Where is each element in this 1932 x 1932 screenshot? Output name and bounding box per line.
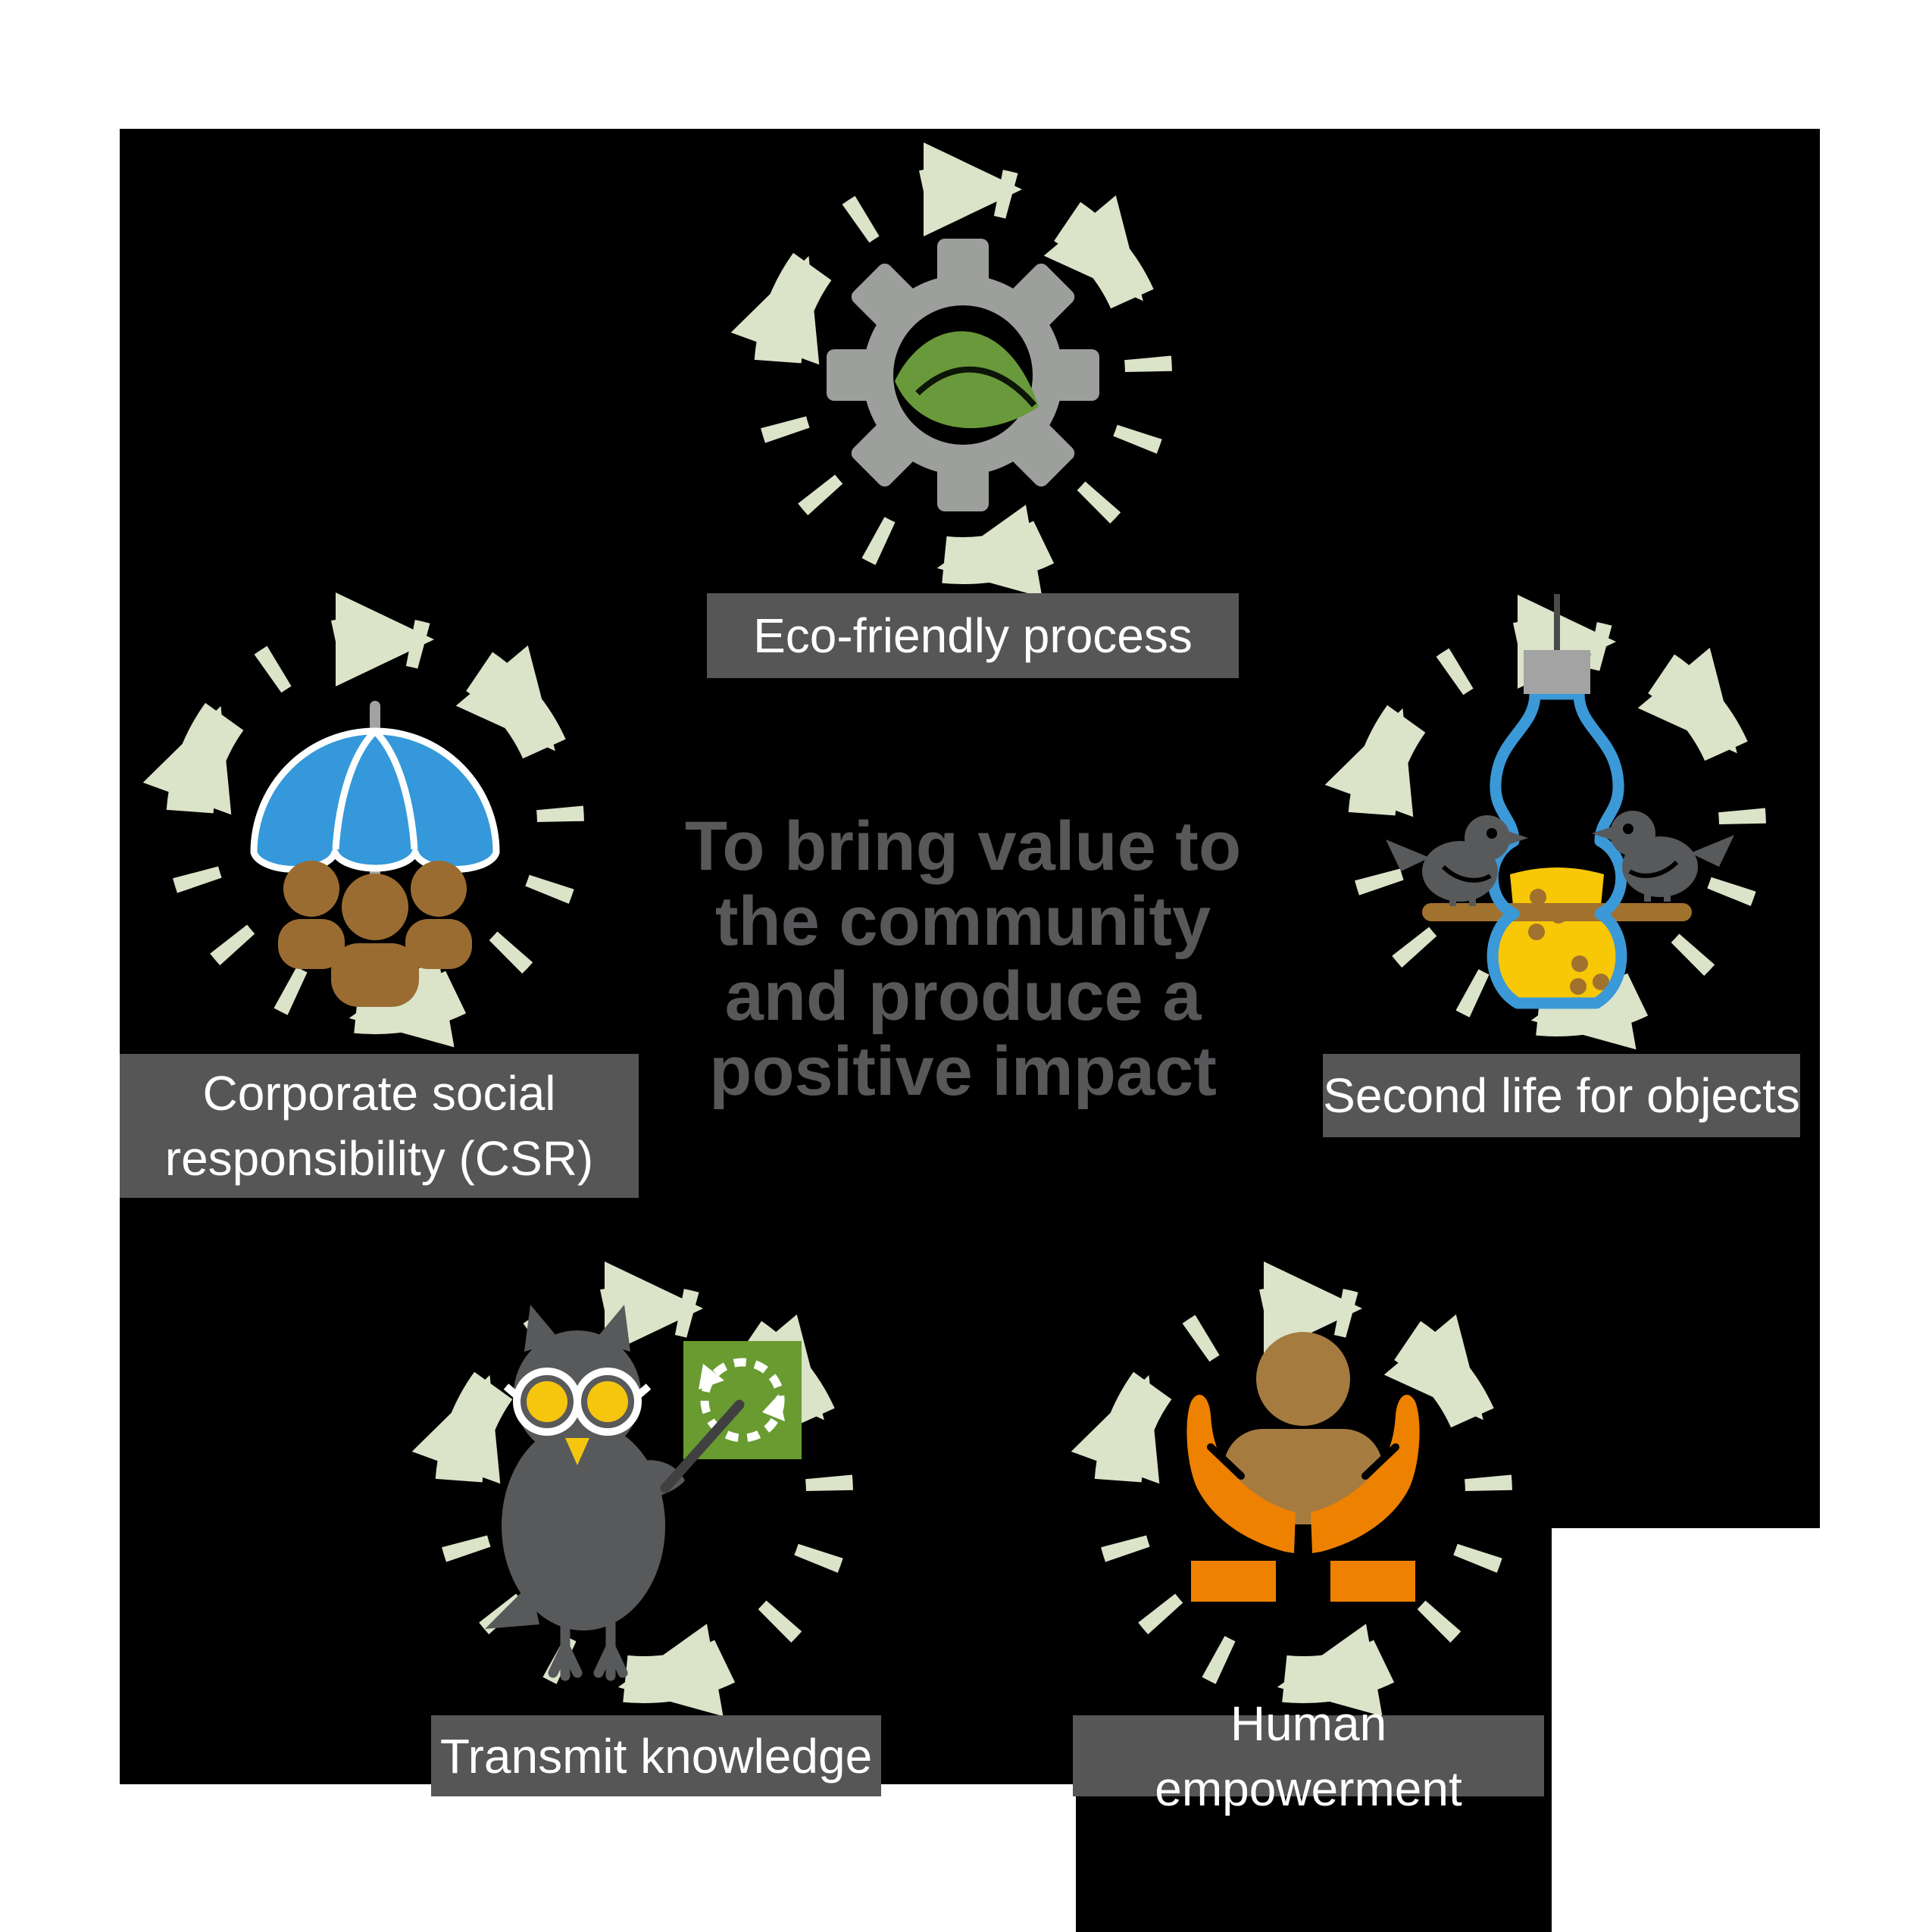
center-text-line: To bring value to	[684, 808, 1242, 885]
bird-left	[1386, 815, 1528, 906]
center-text-line: positive impact	[709, 1033, 1217, 1110]
center-mission-text: To bring value to the community and prod…	[546, 809, 1380, 1109]
label-second-life-for-objects: Second life for objects	[1323, 1054, 1800, 1137]
center-text-line: and produce a	[724, 958, 1202, 1035]
label-transmit-knowledge: Transmit knowledge	[431, 1715, 881, 1796]
white-margin-bottom	[120, 1784, 1076, 1932]
center-text-line: the community	[714, 883, 1211, 960]
hand-left	[1186, 1394, 1296, 1602]
owl-teacher-icon	[485, 1305, 802, 1681]
bottle-bird-feeder-icon	[1386, 594, 1734, 1009]
badge-second-life-for-objects	[1315, 585, 1799, 1070]
umbrella-people-icon	[250, 701, 500, 1007]
hand-right	[1311, 1394, 1420, 1602]
label-corporate-social-responsibility: Corporate social responsibility (CSR)	[120, 1054, 639, 1198]
label-eco-friendly-process: Eco-friendly process	[707, 593, 1239, 678]
label-human-empowerment: Human empowerment	[1073, 1696, 1544, 1816]
badge-eco-friendly-process	[721, 133, 1205, 617]
gear-leaf-icon	[827, 239, 1099, 511]
badge-transmit-knowledge	[402, 1252, 886, 1737]
bird-right	[1592, 811, 1734, 902]
badge-human-empowerment	[1061, 1252, 1546, 1737]
white-margin-bottom-right	[1552, 1528, 1932, 1932]
hands-person-icon	[1186, 1332, 1420, 1602]
badge-corporate-social-responsibility	[133, 583, 617, 1068]
people-group	[278, 861, 472, 1007]
